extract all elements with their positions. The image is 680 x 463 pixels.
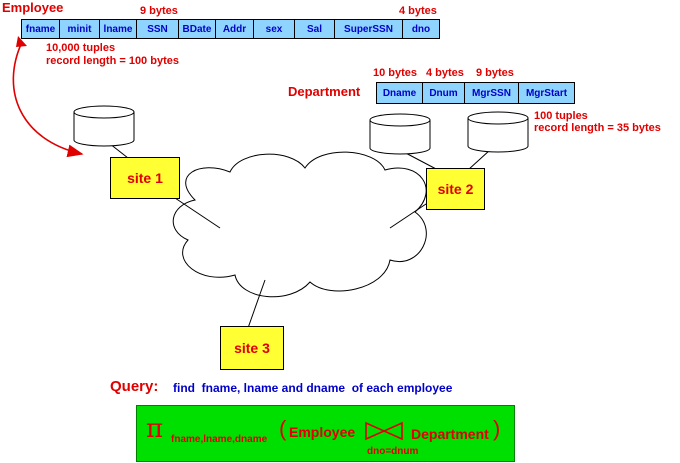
pi-symbol: π xyxy=(146,414,164,444)
mgrssn-bytes-label: 9 bytes xyxy=(476,67,514,79)
arrowhead-start xyxy=(16,36,27,47)
department-field: Dname xyxy=(377,83,423,103)
employee-schema: fname minit lname SSN BDate Addr sex Sal… xyxy=(21,19,440,39)
employee-field: sex xyxy=(254,20,295,38)
employee-field: Sal xyxy=(295,20,335,38)
employee-field: SuperSSN xyxy=(335,20,403,38)
site-label: site 2 xyxy=(437,181,474,197)
site-label: site 1 xyxy=(127,170,163,186)
disk-icon xyxy=(467,111,529,153)
department-field: MgrSSN xyxy=(465,83,519,103)
link-site3-cloud xyxy=(247,279,266,329)
close-paren: ) xyxy=(493,416,501,441)
join-condition: dno=dnum xyxy=(367,446,419,457)
employee-field: dno xyxy=(411,23,431,35)
employee-field: SSN xyxy=(137,20,179,38)
disk-icon xyxy=(369,113,431,155)
link-site2-cloud xyxy=(389,199,433,229)
natural-join-icon xyxy=(365,421,403,441)
employee-field: fname xyxy=(22,20,60,38)
employee-title: Employee xyxy=(2,0,64,15)
employee-field: BDate xyxy=(179,20,216,38)
department-record-length: record length = 35 bytes xyxy=(534,122,661,134)
employee-record-length: record length = 100 bytes xyxy=(46,55,179,67)
dno-bytes-label: 4 bytes xyxy=(399,5,437,17)
site-3: site 3 xyxy=(220,326,284,370)
query-label: Query: xyxy=(110,378,159,395)
dnum-bytes-label: 4 bytes xyxy=(426,67,464,79)
open-paren: ( xyxy=(279,416,287,441)
employee-field: minit xyxy=(60,20,100,38)
query-text: find fname, lname and dname of each empl… xyxy=(173,381,453,395)
projection-attributes: fname,lname,dname xyxy=(171,434,268,445)
network-cloud xyxy=(172,151,427,298)
dname-bytes-label: 10 bytes xyxy=(373,67,418,79)
department-field: Dnum xyxy=(423,83,465,103)
site-2: site 2 xyxy=(426,168,485,210)
employee-field: lname xyxy=(100,20,137,38)
site-label: site 3 xyxy=(234,340,270,356)
department-title: Department xyxy=(288,84,361,99)
department-field: MgrStart xyxy=(525,87,568,99)
left-relation: Employee xyxy=(289,424,356,440)
right-relation: Department xyxy=(411,426,489,442)
disk-icon xyxy=(73,105,135,147)
department-tuples: 100 tuples xyxy=(534,110,588,122)
data-location-arrow xyxy=(12,41,84,158)
site-1: site 1 xyxy=(110,157,180,199)
formula-box: π fname,lname,dname ( Employee dno=dnum … xyxy=(136,405,515,462)
employee-field: Addr xyxy=(216,20,254,38)
link-disk3-site2 xyxy=(467,149,491,171)
ssn-bytes-label: 9 bytes xyxy=(140,5,178,17)
employee-tuples: 10,000 tuples xyxy=(46,42,116,54)
department-schema: Dname Dnum MgrSSN MgrStart xyxy=(376,82,575,104)
link-site1-cloud xyxy=(171,195,221,229)
